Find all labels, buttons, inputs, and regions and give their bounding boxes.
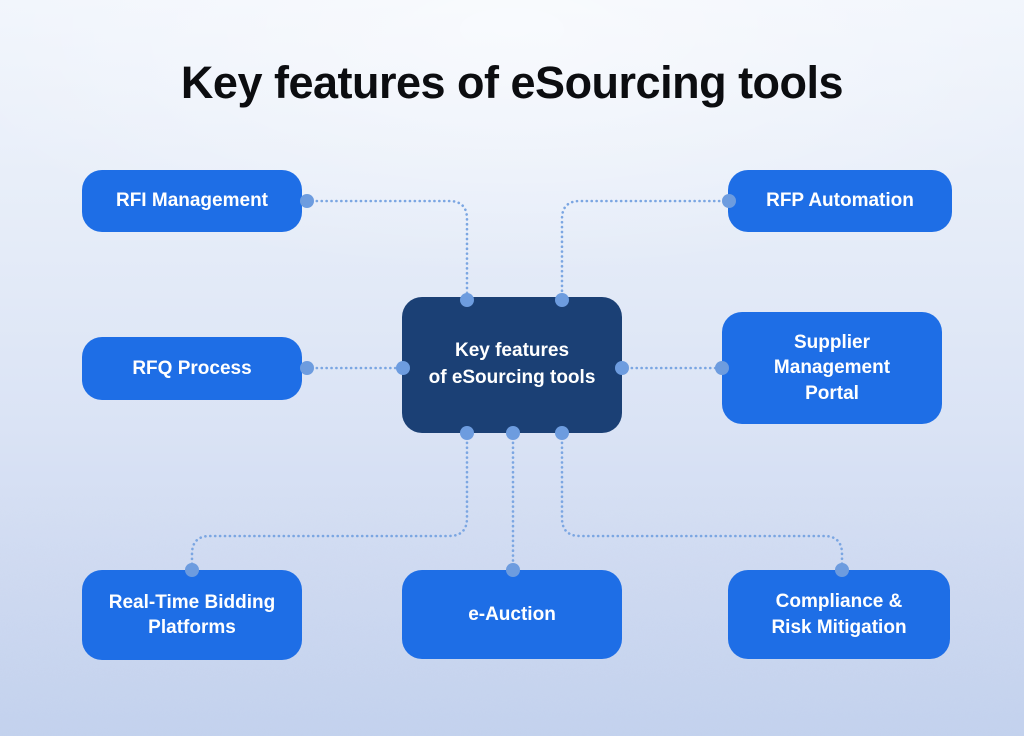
connector-rfi-center — [305, 199, 469, 302]
node-rfp-automation: RFP Automation — [728, 170, 952, 232]
center-node-key-features: Key features of eSourcing tools — [402, 297, 622, 433]
node-supplier-management-portal: Supplier Management Portal — [722, 312, 942, 424]
center-node-label: Key features of eSourcing tools — [428, 340, 596, 388]
node-label: Real-Time Bidding Platforms — [108, 591, 276, 638]
node-real-time-bidding-platforms: Real-Time Bidding Platforms — [82, 570, 302, 660]
node-e-auction: e-Auction — [402, 570, 622, 659]
node-compliance-risk-mitigation: Compliance & Risk Mitigation — [728, 570, 950, 659]
node-label: e-Auction — [468, 603, 556, 625]
connector-center-realtime — [190, 431, 469, 572]
node-label: RFI Management — [115, 190, 269, 212]
node-label: RFP Automation — [766, 190, 914, 212]
anchor-dot — [300, 194, 314, 208]
node-label: RFQ Process — [132, 357, 252, 379]
anchor-dot — [300, 361, 314, 375]
connector-center-compliance — [560, 431, 844, 572]
connector-rfp-center — [560, 199, 731, 302]
node-label: Supplier Management Portal — [773, 332, 891, 404]
node-rfi-management: RFI Management — [82, 170, 302, 232]
diagram-title: Key features of eSourcing tools — [180, 57, 844, 108]
node-rfq-process: RFQ Process — [82, 337, 302, 400]
node-label: Compliance & Risk Mitigation — [771, 591, 907, 638]
